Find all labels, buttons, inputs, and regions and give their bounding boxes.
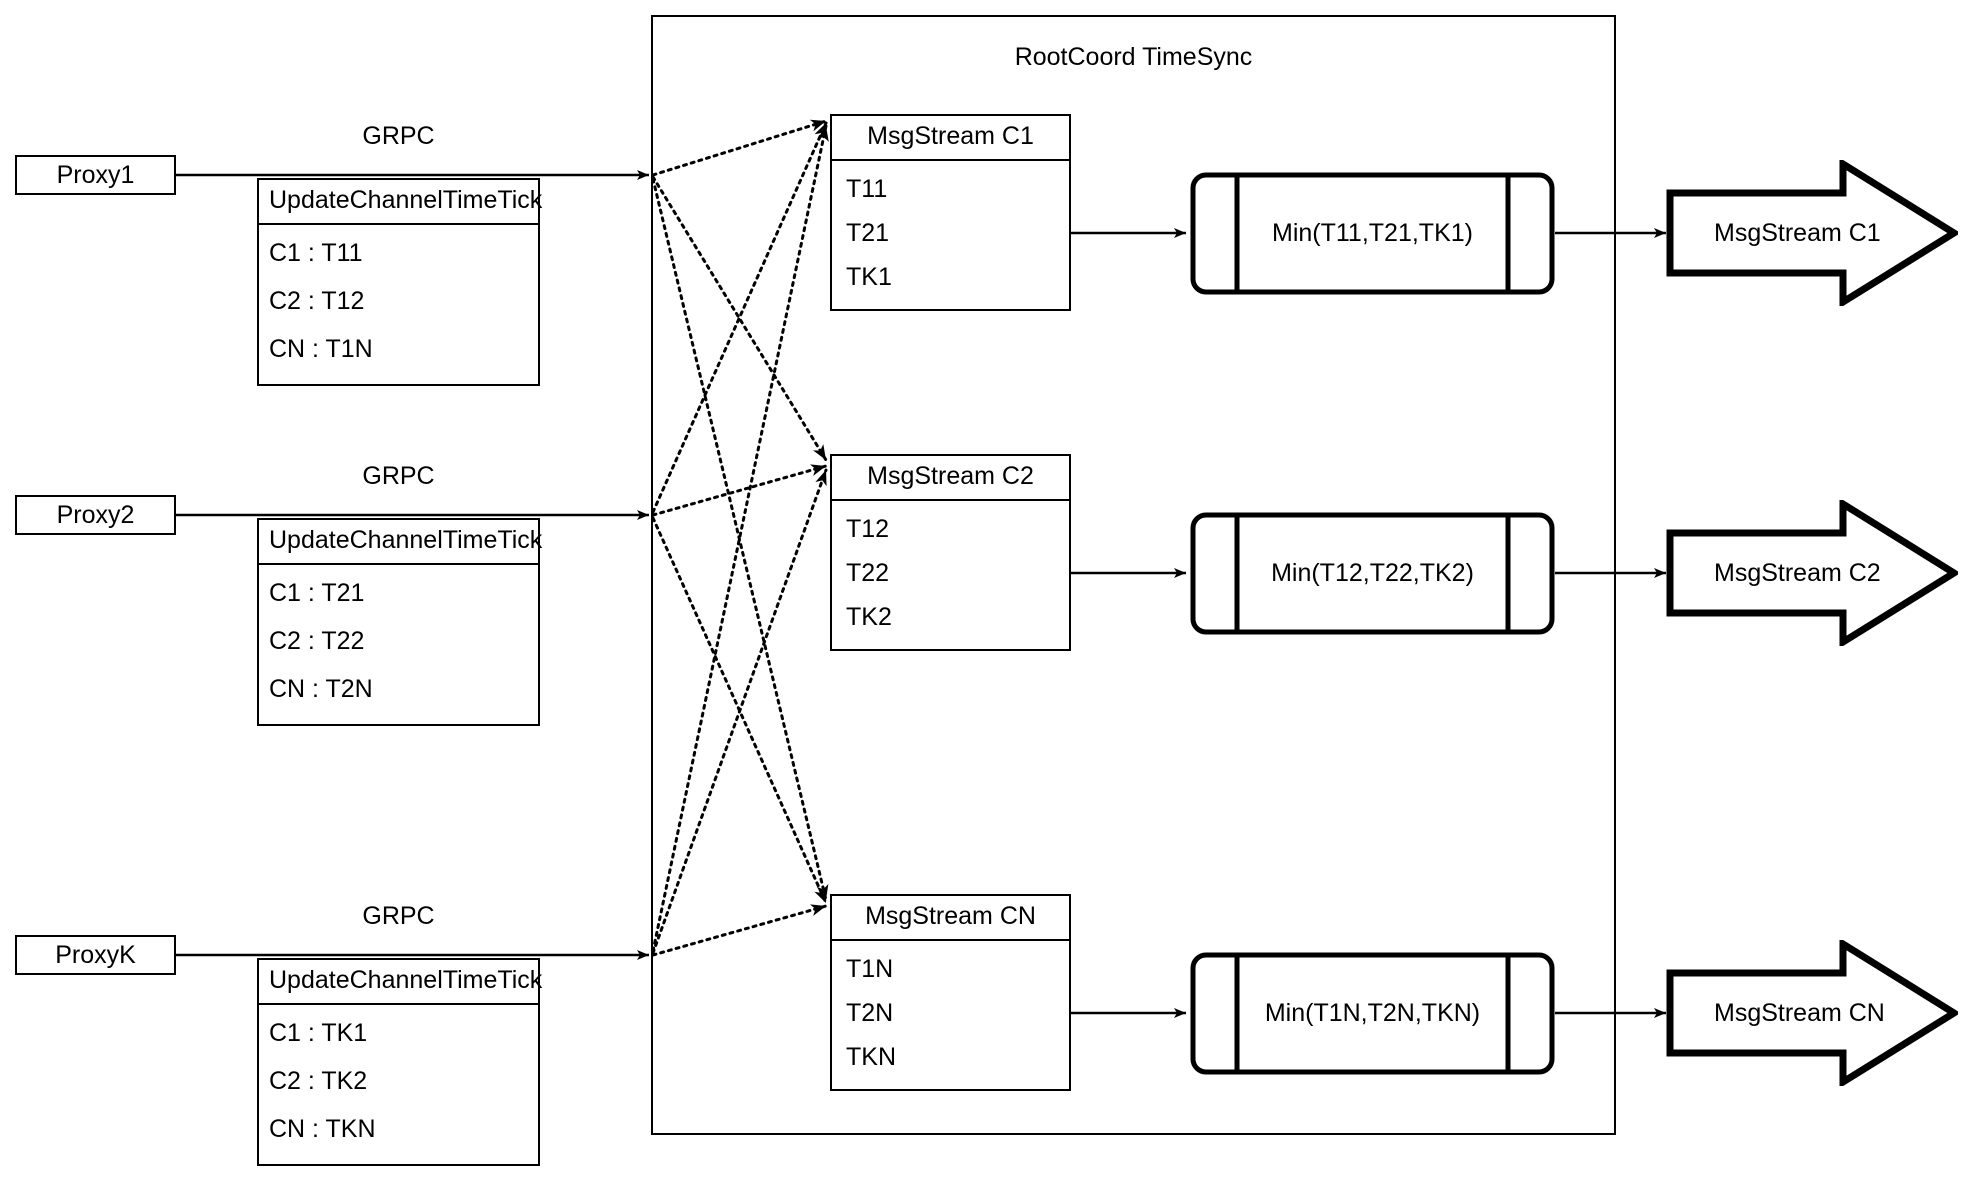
tick-header: UpdateChannelTimeTick	[259, 960, 542, 1005]
rootcoord-timesync-container	[651, 15, 1616, 1135]
tick-entry: C2 : TK2	[269, 1066, 368, 1095]
tick-entry: C1 : TK1	[269, 1018, 368, 1047]
msgstream-entry: T12	[846, 514, 890, 543]
output-arrow-c2: MsgStream C2	[1666, 497, 1961, 649]
msgstream-entry: T11	[846, 174, 888, 203]
min-process-c1: Min(T11,T21,TK1)	[1190, 172, 1555, 295]
min-label: Min(T11,T21,TK1)	[1272, 219, 1473, 247]
proxy-box-1[interactable]: Proxy1	[15, 155, 176, 195]
msgstream-entries: T11 T21 TK1	[832, 161, 1069, 309]
msgstream-entry: T21	[846, 218, 890, 247]
rootcoord-timesync-title: RootCoord TimeSync	[1014, 43, 1253, 71]
block-arrow-shape	[1666, 497, 1961, 649]
tick-entries: C1 : T11 C2 : T12 CN : T1N	[259, 225, 538, 384]
msgstream-header: MsgStream C1	[832, 116, 1069, 161]
proxy-label: Proxy1	[56, 160, 135, 189]
tick-header: UpdateChannelTimeTick	[259, 180, 542, 225]
msgstream-header: MsgStream CN	[832, 896, 1069, 941]
grpc-label-3: GRPC	[362, 902, 435, 930]
process-shape	[1190, 512, 1555, 635]
msgstream-entries: T1N T2N TKN	[832, 941, 1069, 1089]
tick-entry: CN : T1N	[269, 335, 373, 364]
grpc-label-2: GRPC	[362, 462, 435, 490]
msgstream-entry: T2N	[846, 998, 894, 1027]
tick-entries: C1 : T21 C2 : T22 CN : T2N	[259, 565, 538, 724]
tick-entry: C2 : T22	[269, 626, 365, 655]
msgstream-entry: TK2	[846, 602, 892, 631]
proxy-label: ProxyK	[55, 940, 136, 969]
tick-entry: CN : TKN	[269, 1115, 376, 1144]
msgstream-entry: TKN	[846, 1042, 896, 1071]
tick-entry: C1 : T21	[269, 578, 365, 607]
grpc-label-1: GRPC	[362, 122, 435, 150]
min-process-cn: Min(T1N,T2N,TKN)	[1190, 952, 1555, 1075]
tick-entry: C2 : T12	[269, 286, 365, 315]
msgstream-entries: T12 T22 TK2	[832, 501, 1069, 649]
process-shape	[1190, 172, 1555, 295]
min-process-c2: Min(T12,T22,TK2)	[1190, 512, 1555, 635]
update-channel-timetick-box-3: UpdateChannelTimeTick C1 : TK1 C2 : TK2 …	[257, 958, 542, 1166]
msgstream-box-c2: MsgStream C2 T12 T22 TK2	[830, 454, 1071, 651]
tick-header: UpdateChannelTimeTick	[259, 520, 542, 565]
msgstream-entry: T22	[846, 558, 890, 587]
msgstream-entry: T1N	[846, 954, 894, 983]
msgstream-box-cn: MsgStream CN T1N T2N TKN	[830, 894, 1071, 1091]
output-arrow-cn: MsgStream CN	[1666, 937, 1961, 1089]
msgstream-header: MsgStream C2	[832, 456, 1069, 501]
tick-entry: CN : T2N	[269, 675, 373, 704]
min-label: Min(T12,T22,TK2)	[1271, 559, 1474, 587]
block-arrow-shape	[1666, 157, 1961, 309]
proxy-box-2[interactable]: Proxy2	[15, 495, 176, 535]
proxy-box-k[interactable]: ProxyK	[15, 935, 176, 975]
min-label: Min(T1N,T2N,TKN)	[1264, 999, 1481, 1027]
update-channel-timetick-box-2: UpdateChannelTimeTick C1 : T21 C2 : T22 …	[257, 518, 542, 726]
output-label: MsgStream C1	[1714, 218, 1881, 247]
output-label: MsgStream CN	[1714, 998, 1885, 1027]
output-label: MsgStream C2	[1714, 558, 1881, 587]
output-arrow-c1: MsgStream C1	[1666, 157, 1961, 309]
process-shape	[1190, 952, 1555, 1075]
tick-entries: C1 : TK1 C2 : TK2 CN : TKN	[259, 1005, 538, 1164]
update-channel-timetick-box-1: UpdateChannelTimeTick C1 : T11 C2 : T12 …	[257, 178, 542, 386]
block-arrow-shape	[1666, 937, 1961, 1089]
msgstream-entry: TK1	[846, 262, 892, 291]
tick-entry: C1 : T11	[269, 238, 363, 267]
msgstream-box-c1: MsgStream C1 T11 T21 TK1	[830, 114, 1071, 311]
proxy-label: Proxy2	[56, 500, 135, 529]
